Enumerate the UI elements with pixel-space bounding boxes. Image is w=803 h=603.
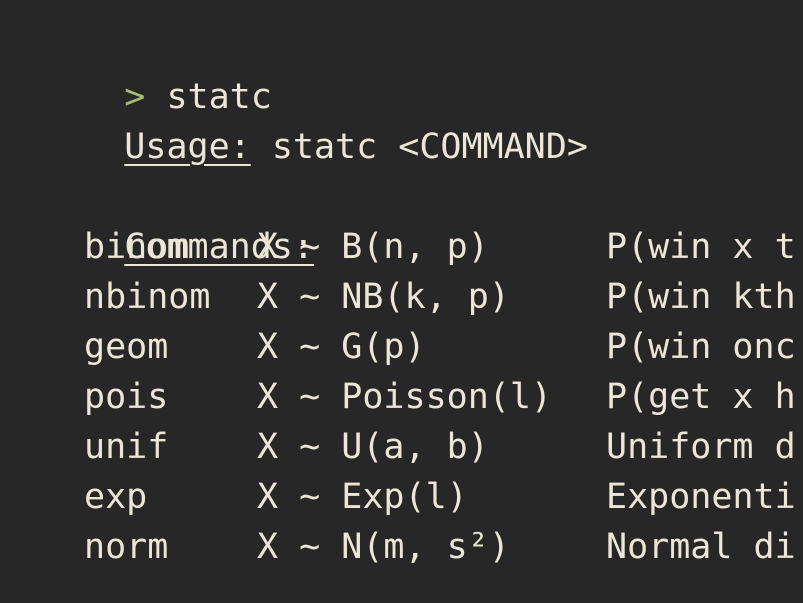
command-row-nbinom: nbinom X ~ NB(k, p) P(win kth: [0, 272, 803, 322]
command-distribution: X ~ G(p): [257, 327, 426, 367]
command-row-pois: pois X ~ Poisson(l) P(get x h: [0, 372, 803, 422]
command-name: exp: [84, 477, 148, 517]
prompt-symbol: >: [124, 77, 146, 117]
prompt-command: statc: [166, 77, 272, 117]
command-description: P(win kth: [606, 277, 796, 317]
command-description: Exponenti: [606, 477, 796, 517]
command-description: P(get x h: [606, 377, 796, 417]
usage-text: statc <COMMAND>: [271, 127, 588, 167]
usage-label: Usage:: [124, 127, 251, 167]
command-distribution: X ~ N(m, s²): [257, 527, 510, 567]
commands-header: Commands:: [124, 227, 314, 267]
command-row-exp: exp X ~ Exp(l) Exponenti: [0, 472, 803, 522]
command-name: binom: [84, 227, 190, 267]
usage-line: Usage: statc <COMMAND>: [40, 72, 588, 167]
prompt-line: > statc: [40, 22, 272, 117]
command-description: Normal di: [606, 527, 796, 567]
command-row-geom: geom X ~ G(p) P(win onc: [0, 322, 803, 372]
command-row-binom: binom X ~ B(n, p) P(win x t: [0, 222, 803, 272]
command-row-norm: norm X ~ N(m, s²) Normal di: [0, 522, 803, 572]
command-description: P(win x t: [606, 227, 796, 267]
command-distribution: X ~ B(n, p): [257, 227, 489, 267]
command-distribution: X ~ Exp(l): [257, 477, 468, 517]
command-name: nbinom: [84, 277, 211, 317]
command-row-unif: unif X ~ U(a, b) Uniform d: [0, 422, 803, 472]
command-distribution: X ~ NB(k, p): [257, 277, 510, 317]
command-name: geom: [84, 327, 169, 367]
commands-header-line: Commands:: [40, 172, 314, 267]
command-description: Uniform d: [606, 427, 796, 467]
command-distribution: X ~ U(a, b): [257, 427, 489, 467]
command-name: unif: [84, 427, 169, 467]
command-description: P(win onc: [606, 327, 796, 367]
command-distribution: X ~ Poisson(l): [257, 377, 553, 417]
command-name: norm: [84, 527, 169, 567]
command-name: pois: [84, 377, 169, 417]
